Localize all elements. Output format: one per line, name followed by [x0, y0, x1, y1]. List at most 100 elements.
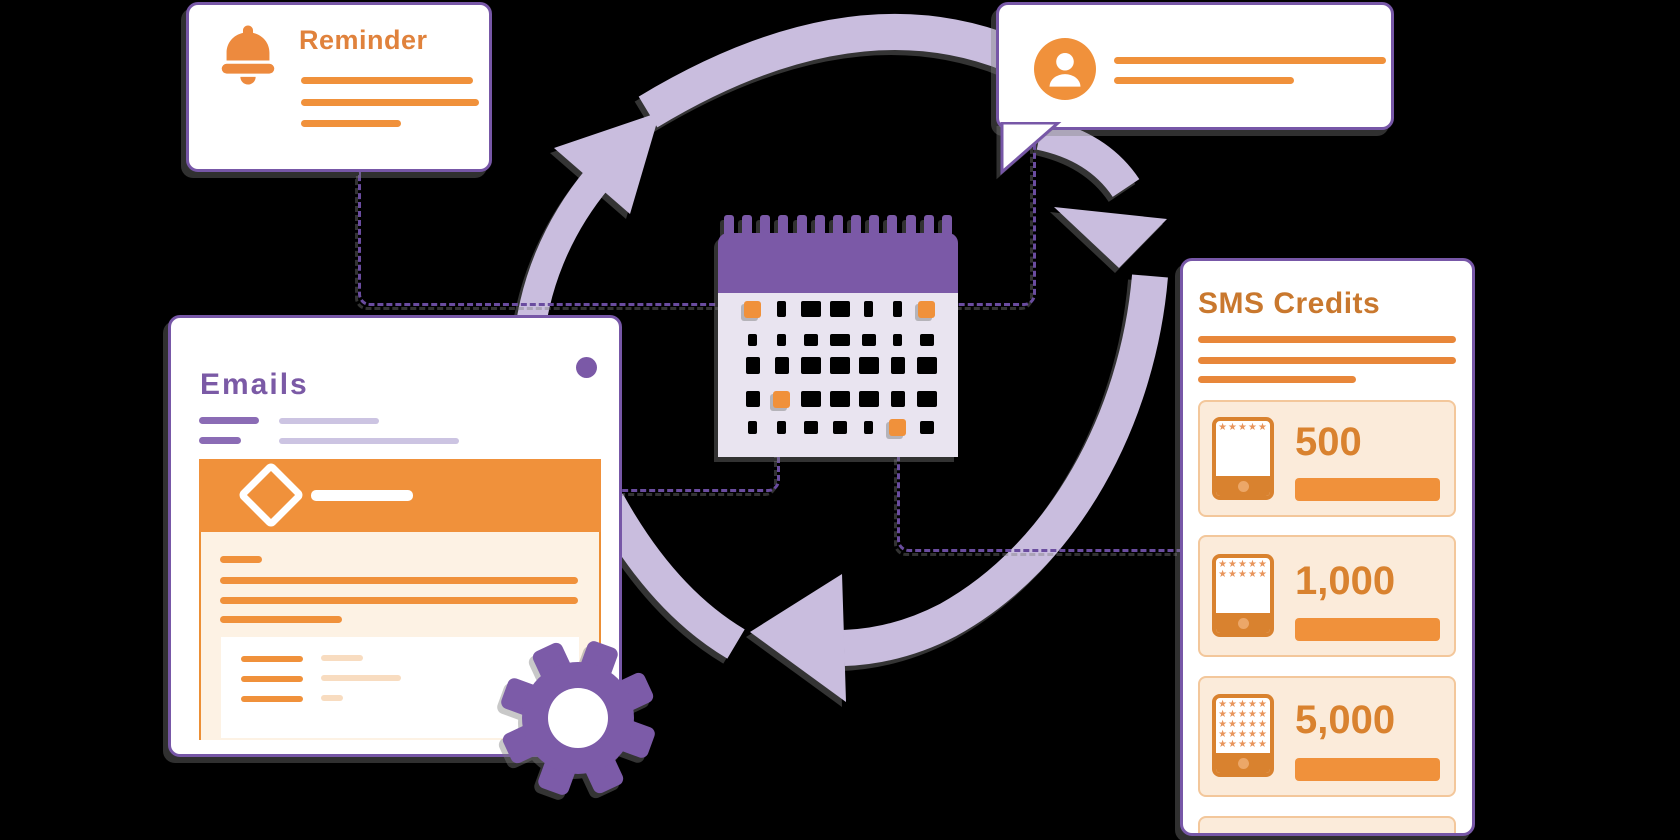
- home-button-icon: [1237, 480, 1249, 492]
- sms-credit-option-1000: ★★★★★★★★★★ 1,000: [1198, 535, 1456, 657]
- sms-credits-title: SMS Credits: [1198, 287, 1381, 320]
- calendar-highlighted-day: [773, 390, 790, 408]
- person-icon: [1034, 38, 1096, 100]
- calendar-day: [800, 357, 821, 374]
- calendar-icon: [718, 200, 958, 457]
- connector-reminder-to-calendar: [358, 172, 744, 306]
- binding-tab: [869, 215, 880, 245]
- credit-progress-bar: [1295, 478, 1440, 501]
- calendar-day: [890, 391, 905, 407]
- calendar-day: [916, 357, 937, 374]
- phone-home-band: [1216, 476, 1270, 496]
- phone-icon: ★★★★★★★★★★★★★★★★★★★★★★★★★: [1212, 694, 1274, 777]
- gear-shape: [501, 641, 655, 795]
- placeholder-line: [220, 616, 342, 623]
- email-banner: [199, 459, 601, 532]
- placeholder-line: [311, 490, 413, 501]
- calendar-day: [777, 421, 786, 434]
- calendar-day: [858, 357, 879, 374]
- phone-icon: ★★★★★★★★★★: [1212, 554, 1274, 637]
- calendar-day: [919, 334, 934, 346]
- placeholder-line: [279, 438, 459, 444]
- placeholder-line: [321, 655, 363, 661]
- credit-progress-bar: [1295, 758, 1440, 781]
- placeholder-line: [321, 675, 401, 681]
- placeholder-line: [1198, 357, 1456, 364]
- diamond-icon: [237, 461, 305, 529]
- calendar-day: [800, 391, 821, 407]
- placeholder-line: [220, 556, 262, 563]
- calendar-highlighted-day: [889, 419, 906, 436]
- binding-tab: [923, 215, 934, 245]
- calendar-highlighted-day: [744, 300, 761, 318]
- binding-tab: [760, 215, 771, 245]
- calendar-day: [777, 301, 786, 317]
- placeholder-line: [220, 597, 578, 604]
- calendar-day: [777, 334, 786, 346]
- contact-speech-bubble: [996, 2, 1394, 130]
- placeholder-line: [1198, 336, 1456, 343]
- binding-tab: [742, 215, 753, 245]
- placeholder-line: [241, 696, 303, 702]
- binding-tab: [832, 215, 843, 245]
- emails-title: Emails: [200, 368, 309, 401]
- phone-home-band: [1216, 753, 1270, 773]
- placeholder-line: [241, 656, 303, 662]
- phone-icon: ★★★★★: [1212, 417, 1274, 500]
- sms-credit-option-5000: ★★★★★★★★★★★★★★★★★★★★★★★★★ 5,000: [1198, 676, 1456, 797]
- placeholder-line: [321, 695, 343, 701]
- connector-calendar-to-sms: [897, 434, 1180, 552]
- placeholder-line: [1114, 57, 1386, 64]
- binding-tab: [851, 215, 862, 245]
- bell-icon: [221, 25, 275, 85]
- binding-tab: [814, 215, 825, 245]
- placeholder-line: [301, 99, 479, 106]
- credit-progress-bar: [1295, 618, 1440, 641]
- calendar-highlighted-day: [918, 300, 935, 318]
- calendar-day: [858, 391, 879, 407]
- arrow-left-head: [750, 574, 846, 702]
- placeholder-line: [279, 418, 379, 424]
- placeholder-line: [241, 676, 303, 682]
- binding-tab: [724, 215, 734, 245]
- home-button-icon: [1237, 757, 1249, 769]
- placeholder-line: [199, 437, 241, 444]
- placeholder-line: [220, 577, 578, 584]
- sms-credit-option-500: ★★★★★ 500: [1198, 400, 1456, 517]
- calendar-header: [718, 233, 958, 293]
- calendar-day: [916, 391, 937, 407]
- star-rating: ★★★★★★★★★★: [1218, 559, 1268, 580]
- calendar-day: [745, 391, 760, 407]
- calendar-day: [748, 421, 757, 434]
- calendar-day: [890, 357, 905, 374]
- sms-credit-option-partial: [1198, 816, 1456, 833]
- calendar-day: [829, 391, 850, 407]
- calendar-day: [829, 357, 850, 374]
- calendar-day: [829, 301, 850, 317]
- calendar-day: [861, 334, 876, 346]
- binding-tab: [941, 215, 952, 245]
- calendar-day: [774, 357, 789, 374]
- calendar-day: [803, 334, 818, 346]
- calendar-day: [800, 301, 821, 317]
- calendar-day: [803, 421, 818, 434]
- placeholder-line: [1114, 77, 1294, 84]
- binding-tab: [796, 215, 807, 245]
- calendar-grid: [718, 293, 958, 457]
- credit-amount: 5,000: [1295, 698, 1396, 742]
- binding-tab: [778, 215, 789, 245]
- home-button-icon: [1237, 617, 1249, 629]
- speech-bubble-tail: [1000, 122, 1062, 176]
- binding-tab: [905, 215, 916, 245]
- status-dot: [576, 357, 597, 378]
- calendar-day: [919, 421, 934, 434]
- calendar-day: [893, 301, 902, 317]
- calendar-day: [748, 334, 757, 346]
- arc-bottom-left: [593, 493, 745, 659]
- emails-card: Emails: [168, 315, 622, 757]
- calendar-day: [832, 421, 847, 434]
- phone-home-band: [1216, 613, 1270, 633]
- credit-amount: 500: [1295, 420, 1362, 464]
- credit-amount: 1,000: [1295, 559, 1396, 603]
